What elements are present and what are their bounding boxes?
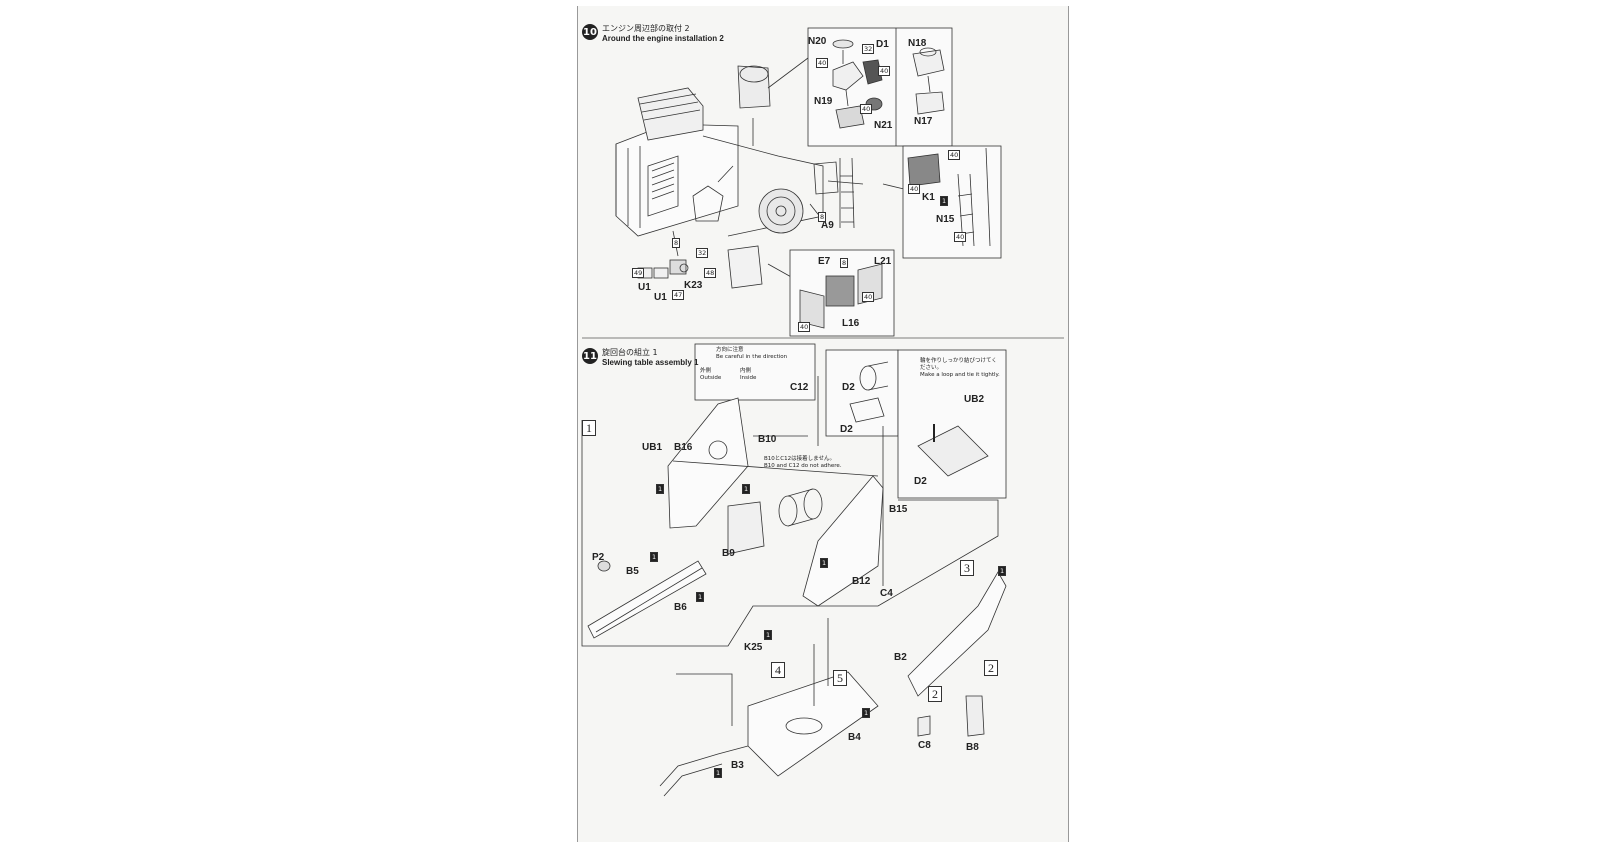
step-11-header: 11 旋回台の組立 1 Slewing table assembly 1: [582, 348, 698, 368]
part-u1-b: U1: [654, 292, 667, 303]
badge-1: 1: [650, 552, 659, 562]
part-b10: B10: [758, 434, 777, 445]
engine-filter-detail: [832, 39, 883, 129]
step-11-number: 11: [582, 348, 598, 364]
part-k23: K23: [684, 280, 703, 291]
adhere-note: B10とC12は接着しません。 B10 and C12 do not adher…: [764, 456, 842, 469]
part-b4: B4: [848, 732, 861, 743]
n17-n18-detail: [912, 47, 945, 115]
part-b5: B5: [626, 566, 639, 577]
side-plate-b15: [802, 475, 884, 607]
sub-step-4: 4: [771, 662, 785, 678]
boom-b5-b6: [587, 560, 707, 639]
badge-40: 40: [816, 58, 829, 68]
badge-1: 1: [696, 592, 705, 602]
part-b16: B16: [674, 442, 693, 453]
side-plate-b16: [667, 397, 749, 529]
part-n17: N17: [914, 116, 933, 127]
badge-40: 40: [798, 322, 811, 332]
badge-1: 1: [764, 630, 773, 640]
step-10-title-en: Around the engine installation 2: [602, 34, 724, 43]
part-k25: K25: [744, 642, 763, 653]
part-n15: N15: [936, 214, 955, 225]
badge-1: 1: [742, 484, 751, 494]
badge-1: 1: [998, 566, 1007, 576]
badge-40: 40: [862, 292, 875, 302]
badge-8: 8: [672, 238, 681, 248]
part-d2-c: D2: [914, 476, 927, 487]
badge-47: 47: [672, 290, 685, 300]
badge-1: 1: [656, 484, 665, 494]
badge-1: 1: [820, 558, 829, 568]
sub-step-1: 1: [582, 420, 596, 436]
badge-40: 40: [860, 104, 873, 114]
step-10-header: 10 エンジン周辺部の取付 2 Around the engine instal…: [582, 24, 724, 44]
loop-note: 輪を作りしっかり結びつけてください。 Make a loop and tie i…: [920, 358, 1000, 378]
inside-label: 内側 Inside: [740, 368, 757, 381]
part-ub2: UB2: [964, 394, 985, 405]
badge-40: 40: [908, 184, 921, 194]
badge-8: 8: [818, 212, 827, 222]
part-e7: E7: [818, 256, 831, 267]
part-n20: N20: [808, 36, 827, 47]
part-b3: B3: [731, 760, 744, 771]
part-c4: C4: [880, 588, 893, 599]
outside-label: 外側 Outside: [700, 368, 722, 381]
part-b15: B15: [889, 504, 908, 515]
frame-b2: [907, 571, 1007, 697]
part-b6: B6: [674, 602, 687, 613]
part-b12: B12: [852, 576, 871, 587]
direction-note: 方向に注意 Be careful in the direction: [716, 347, 788, 360]
part-d2-b: D2: [840, 424, 853, 435]
part-k1: K1: [922, 192, 935, 203]
part-b9: B9: [722, 548, 735, 559]
sub-step-3: 3: [960, 560, 974, 576]
winch-drum: [778, 488, 823, 527]
u1-k23-detail: [637, 259, 689, 279]
part-p2: P2: [592, 552, 605, 563]
badge-1: 1: [940, 196, 949, 206]
part-b8: B8: [966, 742, 979, 753]
part-d1: D1: [876, 39, 889, 50]
k1-n15-detail: [907, 147, 991, 247]
rail-b3: [659, 745, 749, 797]
step-10-title-jp: エンジン周辺部の取付 2: [602, 24, 690, 33]
part-ub1: UB1: [642, 442, 663, 453]
part-n18: N18: [908, 38, 927, 49]
badge-1: 1: [862, 708, 871, 718]
part-a9: A9: [821, 220, 834, 231]
part-l21: L21: [874, 256, 892, 267]
step-11-title-jp: 旋回台の組立 1: [602, 348, 658, 357]
sub-step-2: 2: [984, 660, 998, 676]
base-plate-b4: [747, 671, 879, 777]
truck-cab-drawing: [615, 65, 824, 237]
part-u1-a: U1: [638, 282, 651, 293]
sub-step-2: 2: [928, 686, 942, 702]
step-10-number: 10: [582, 24, 598, 40]
badge-40: 40: [954, 232, 967, 242]
badge-48: 48: [704, 268, 717, 278]
part-c12: C12: [790, 382, 809, 393]
badge-49: 49: [632, 268, 645, 278]
instruction-sheet: 10 エンジン周辺部の取付 2 Around the engine instal…: [577, 6, 1069, 842]
badge-32: 32: [696, 248, 709, 258]
badge-40: 40: [878, 66, 891, 76]
part-n19: N19: [814, 96, 833, 107]
part-b2: B2: [894, 652, 907, 663]
assembly-drawings: [581, 27, 1064, 797]
badge-40: 40: [948, 150, 961, 160]
part-d2-a: D2: [842, 382, 855, 393]
part-n21: N21: [874, 120, 893, 131]
part-c8: C8: [918, 740, 931, 751]
sub-step-5: 5: [833, 670, 847, 686]
badge-1: 1: [714, 768, 723, 778]
part-l16: L16: [842, 318, 860, 329]
badge-32: 32: [862, 44, 875, 54]
step-11-title-en: Slewing table assembly 1: [602, 358, 699, 367]
badge-8: 8: [840, 258, 849, 268]
